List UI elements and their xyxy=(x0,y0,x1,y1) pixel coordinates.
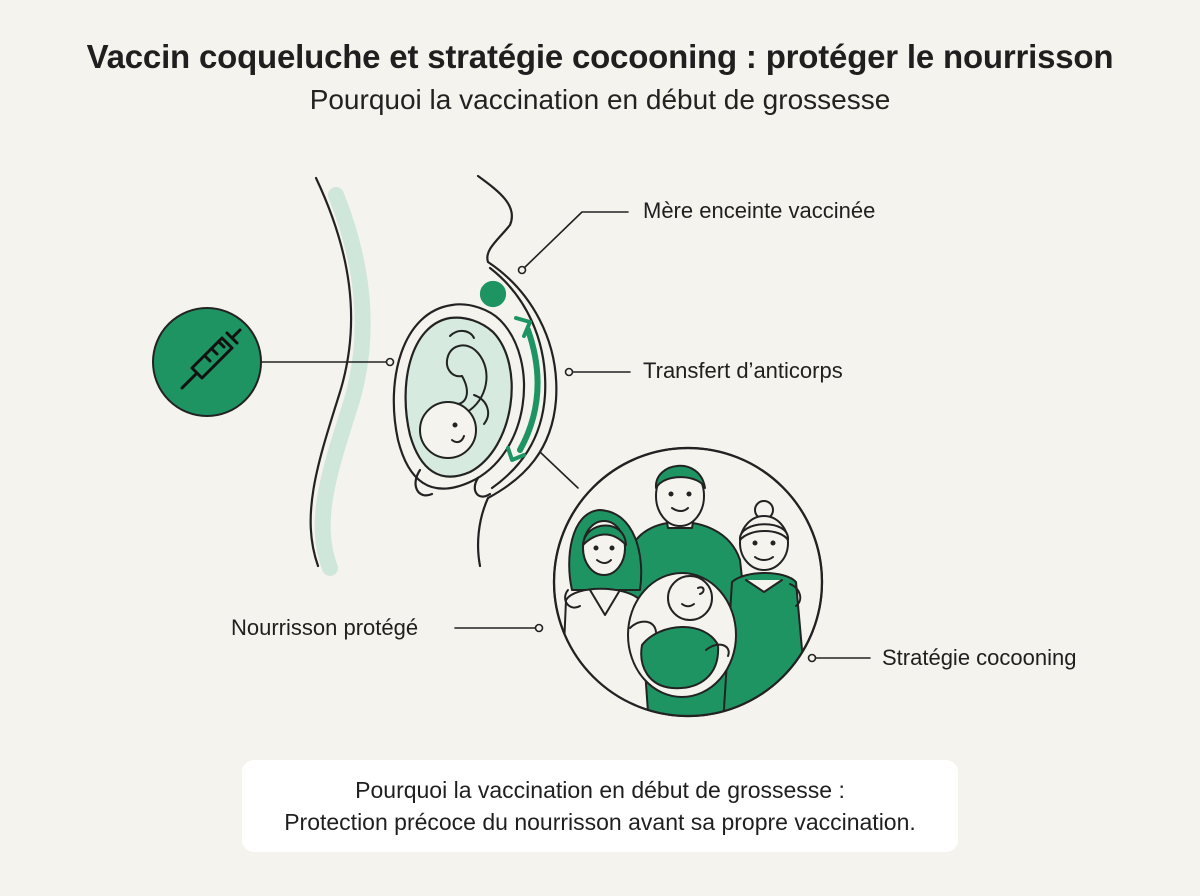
note-line-1: Pourquoi la vaccination en début de gros… xyxy=(355,777,845,803)
arrow-down-icon xyxy=(506,446,526,462)
syringe-icon xyxy=(180,328,242,390)
placenta-dot xyxy=(479,280,507,308)
baby-figure xyxy=(627,572,737,698)
label-mother: Mère enceinte vaccinée xyxy=(643,198,876,223)
note-line-2: Protection précoce du nourrisson avant s… xyxy=(284,809,916,835)
label-antibody-transfer: Transfert d’anticorps xyxy=(643,358,843,383)
family-circle xyxy=(552,446,824,718)
uterus xyxy=(392,303,526,498)
mother-silhouette xyxy=(476,174,558,568)
label-cocooning: Stratégie cocooning xyxy=(882,645,1077,670)
back-silhouette xyxy=(309,176,371,576)
label-infant: Nourrisson protégé xyxy=(231,615,419,640)
antibody-arrows xyxy=(506,316,541,462)
page-title: Vaccin coqueluche et stratégie cocooning… xyxy=(86,38,1114,75)
page-subtitle: Pourquoi la vaccination en début de gros… xyxy=(309,84,891,115)
leader-lines xyxy=(261,211,871,663)
syringe-badge xyxy=(152,307,262,417)
arrow-up-icon xyxy=(514,316,532,338)
info-note: Pourquoi la vaccination en début de gros… xyxy=(242,760,958,852)
fetus xyxy=(419,330,490,459)
